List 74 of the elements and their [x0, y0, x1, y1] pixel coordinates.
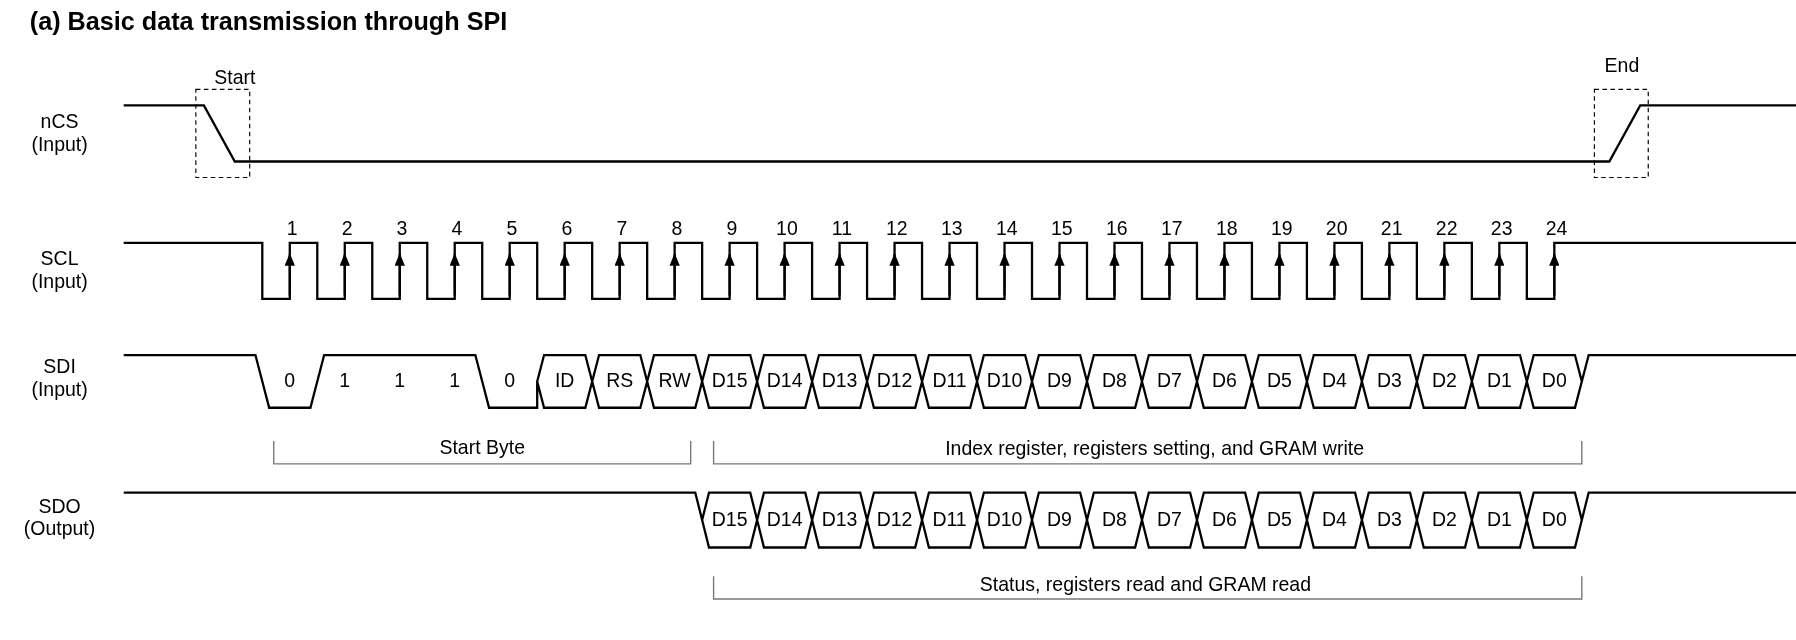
- bit-value: D8: [1102, 370, 1127, 393]
- bit-value: D3: [1376, 508, 1402, 532]
- bracket-label: Status, registers read and GRAM read: [979, 574, 1311, 597]
- marker-label: End: [1604, 55, 1640, 78]
- signal-name: SDO (Output): [22, 495, 97, 541]
- bit-value: D0: [1541, 508, 1567, 532]
- bit-value: 1: [449, 370, 461, 393]
- bit-value: D10: [986, 508, 1023, 532]
- bit-value: D12: [876, 508, 913, 532]
- bit-value: ID: [554, 370, 575, 393]
- clock-cycle-number: 19: [1270, 217, 1293, 241]
- clock-cycle-number: 11: [831, 217, 852, 241]
- clock-cycle-number: 17: [1160, 217, 1183, 241]
- clock-cycle-number: 8: [671, 217, 683, 241]
- bit-value: D5: [1267, 370, 1292, 393]
- clock-cycle-number: 23: [1490, 217, 1513, 241]
- clock-cycle-number: 13: [941, 217, 963, 241]
- bit-value: D11: [932, 508, 967, 532]
- signal-name: SCL (Input): [30, 247, 89, 293]
- clock-cycle-number: 3: [396, 217, 408, 241]
- bit-value: 1: [394, 370, 406, 393]
- bit-value: D6: [1212, 370, 1237, 393]
- bracket-label: Index register, registers setting, and GRAM write: [945, 437, 1364, 461]
- bit-value: D0: [1541, 370, 1567, 393]
- clock-cycle-number: 18: [1215, 217, 1238, 241]
- bit-value: RS: [606, 370, 634, 393]
- bit-value: D13: [821, 370, 858, 393]
- clock-cycle-number: 7: [616, 217, 628, 241]
- bit-value: D2: [1431, 370, 1457, 393]
- clock-cycle-number: 5: [506, 217, 518, 241]
- clock-cycle-number: 24: [1545, 217, 1568, 241]
- bit-value: RW: [658, 370, 691, 393]
- clock-cycle-number: 6: [561, 217, 573, 241]
- clock-cycle-number: 15: [1050, 217, 1073, 241]
- bit-value: D1: [1486, 370, 1512, 393]
- title: (a) Basic data transmission through SPI: [29, 6, 508, 37]
- bit-value: D13: [821, 508, 858, 532]
- bit-value: D14: [766, 370, 803, 393]
- clock-cycle-number: 14: [996, 217, 1018, 241]
- bit-value: D5: [1267, 508, 1292, 532]
- signal-name: SDI (Input): [30, 355, 89, 401]
- bit-value: D12: [876, 370, 913, 393]
- clock-cycle-number: 21: [1380, 217, 1403, 241]
- bit-value: D7: [1157, 370, 1182, 393]
- clock-cycle-number: 2: [341, 217, 353, 241]
- bracket-label: Start Byte: [439, 436, 525, 460]
- bit-value: D1: [1486, 508, 1512, 532]
- bit-value: D8: [1102, 508, 1127, 532]
- clock-cycle-number: 20: [1325, 217, 1348, 241]
- bit-value: D11: [932, 370, 967, 393]
- bit-value: D14: [766, 508, 803, 532]
- clock-cycle-number: 22: [1435, 217, 1458, 241]
- bit-value: D4: [1321, 508, 1347, 532]
- clock-cycle-number: 1: [286, 217, 298, 241]
- clock-cycle-number: 12: [886, 217, 908, 241]
- bit-value: D7: [1157, 508, 1182, 532]
- clock-cycle-number: 10: [776, 217, 798, 241]
- bit-value: D15: [711, 370, 748, 393]
- bit-value: 1: [339, 370, 351, 393]
- bit-value: D9: [1047, 508, 1072, 532]
- bit-value: D6: [1212, 508, 1237, 532]
- bit-value: 0: [284, 370, 296, 393]
- clock-cycle-number: 4: [451, 217, 463, 241]
- bit-value: D10: [986, 370, 1023, 393]
- bit-value: D15: [711, 508, 748, 532]
- bit-value: D4: [1321, 370, 1347, 393]
- bit-value: D9: [1047, 370, 1072, 393]
- clock-cycle-number: 16: [1105, 217, 1128, 241]
- bit-value: D3: [1376, 370, 1402, 393]
- bit-value: 0: [504, 370, 516, 393]
- signal-name: nCS (Input): [30, 110, 89, 156]
- bit-value: D2: [1431, 508, 1457, 532]
- clock-cycle-number: 9: [726, 217, 738, 241]
- marker-label: Start: [214, 66, 256, 90]
